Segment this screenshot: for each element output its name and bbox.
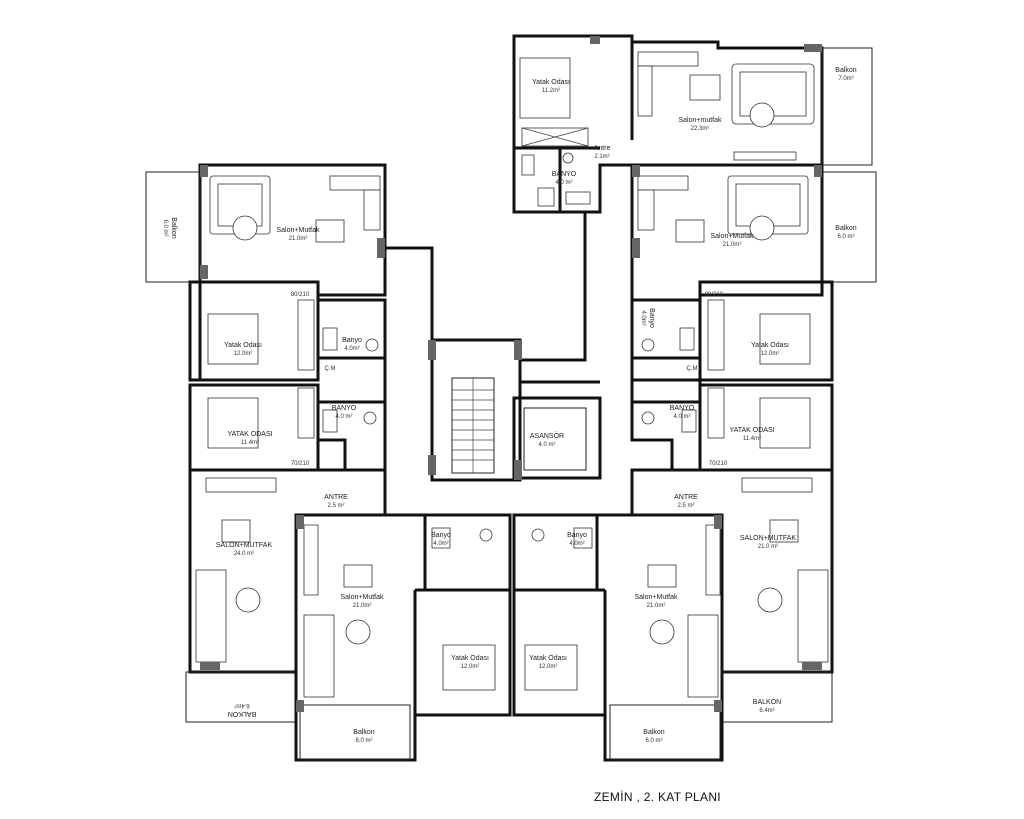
right-living-name: Salon+Mutfak (711, 233, 754, 240)
left-entry-name: ANTRE (324, 494, 348, 501)
door-size-2: 90/210 (705, 292, 724, 298)
door-size-4: 70/210 (709, 461, 728, 467)
right-bed2-area: 11.4m² (743, 436, 761, 442)
right-balcony-area: 6.0 m² (837, 234, 854, 240)
top-bath-area: 4.0 m² (555, 180, 572, 186)
center-left-living-name: Salon+Mutfak (341, 594, 384, 601)
center-right-living-name: Salon+Mutfak (635, 594, 678, 601)
center-right-bed-name: Yatak Odası (529, 655, 567, 662)
center-left-bath-name: Banyo (431, 532, 451, 539)
top-bedroom-area: 11.2m² (542, 88, 560, 94)
top-balcony-area: 7.0m² (838, 76, 853, 82)
center-left-balcony-area: 6.0 m² (355, 738, 372, 744)
elevator-name: ASANSÖR (530, 432, 564, 440)
right-bath1-area: 4.0m² (640, 310, 646, 325)
right-bed1-name: Yatak Odası (751, 342, 789, 349)
left-living-name: Salon+Mutfak (277, 227, 320, 234)
center-right-bath-name: Banyo (567, 532, 587, 539)
left-living-area: 21.0m² (289, 236, 308, 242)
top-bath-name: BANYO (552, 171, 577, 178)
door-size-1: 80/210 (291, 292, 310, 298)
structural-columns (200, 36, 822, 712)
center-right-unit (512, 513, 724, 762)
left-bath1-area: 4.0m² (344, 346, 359, 352)
center-left-bath-area: 4.0m² (433, 541, 448, 547)
center-right-bed-area: 12.0m² (539, 664, 558, 670)
left-lower-balcony-name: BALKON (228, 710, 256, 717)
room-labels: Yatak Odası 11.2m² Salon+mutfak 22.3m² A… (162, 67, 857, 744)
center-right-bath-area: 4.0m² (569, 541, 584, 547)
right-bed1-area: 12.0m² (761, 351, 780, 357)
top-bedroom-name: Yatak Odası (532, 79, 570, 86)
top-balcony-name: Balkon (835, 67, 857, 74)
center-right-balcony-area: 6.0 m² (645, 738, 662, 744)
right-entry-area: 2.5 m² (677, 503, 694, 509)
left-upper-unit (145, 163, 434, 472)
right-bath1-name: Banyo (648, 308, 655, 328)
left-bed2-area: 11.4m² (241, 440, 259, 446)
center-left-unit (294, 513, 512, 762)
left-lower-balcony-area: 6.4m² (234, 702, 249, 708)
right-bath2-area: 4.0 m² (673, 414, 690, 420)
left-bed1-area: 12.0m² (234, 351, 253, 357)
cm-label-left: Ç.M (325, 366, 336, 372)
left-bath2-name: BANYO (332, 405, 357, 412)
door-size-3: 70/210 (291, 461, 310, 467)
right-lower-living-name: SALON+MUTFAK (740, 535, 797, 542)
left-lower-living-name: SALON+MUTFAK (216, 542, 273, 549)
right-lower-living-area: 21.0 m² (758, 544, 778, 550)
top-hall-name: Antre (594, 145, 611, 152)
top-hall-area: 2.1m² (594, 154, 609, 160)
center-left-bed-area: 12.0m² (461, 664, 480, 670)
right-balcony-name: Balkon (835, 225, 857, 232)
cm-label-right: Ç.M (687, 366, 698, 372)
left-balcony-area: 6.0 m² (162, 219, 168, 236)
right-bath2-name: BANYO (670, 405, 695, 412)
center-left-living-area: 21.0m² (353, 603, 372, 609)
top-living-area: 22.3m² (691, 126, 710, 132)
plan-title: ZEMİN , 2. KAT PLANI (594, 790, 721, 804)
left-bath1-name: Banyo (342, 337, 362, 344)
left-bed2-name: YATAK ODASI (227, 431, 272, 438)
center-left-bed-name: Yatak Odası (451, 655, 489, 662)
core (430, 212, 602, 482)
right-living-area: 21.0m² (723, 242, 742, 248)
left-bath2-area: 4.0 m² (335, 414, 352, 420)
elevator-area: 4.0 m² (538, 442, 555, 448)
right-lower-unit (630, 468, 834, 723)
left-entry-area: 2.5 m² (327, 503, 344, 509)
right-lower-balcony-name: BALKON (753, 699, 781, 706)
center-left-balcony-name: Balkon (353, 729, 375, 736)
left-bed1-name: Yatak Odası (224, 342, 262, 349)
right-upper-unit (630, 163, 877, 472)
left-balcony-name: Balkon (170, 217, 177, 239)
right-entry-name: ANTRE (674, 494, 698, 501)
center-right-balcony-name: Balkon (643, 729, 665, 736)
top-living-name: Salon+mutfak (679, 117, 722, 124)
right-bed2-name: YATAK ODASI (729, 427, 774, 434)
left-lower-living-area: 24.0 m² (234, 551, 254, 557)
top-unit (512, 34, 873, 214)
center-right-living-area: 21.0m² (647, 603, 666, 609)
right-lower-balcony-area: 6.4m² (759, 708, 774, 714)
